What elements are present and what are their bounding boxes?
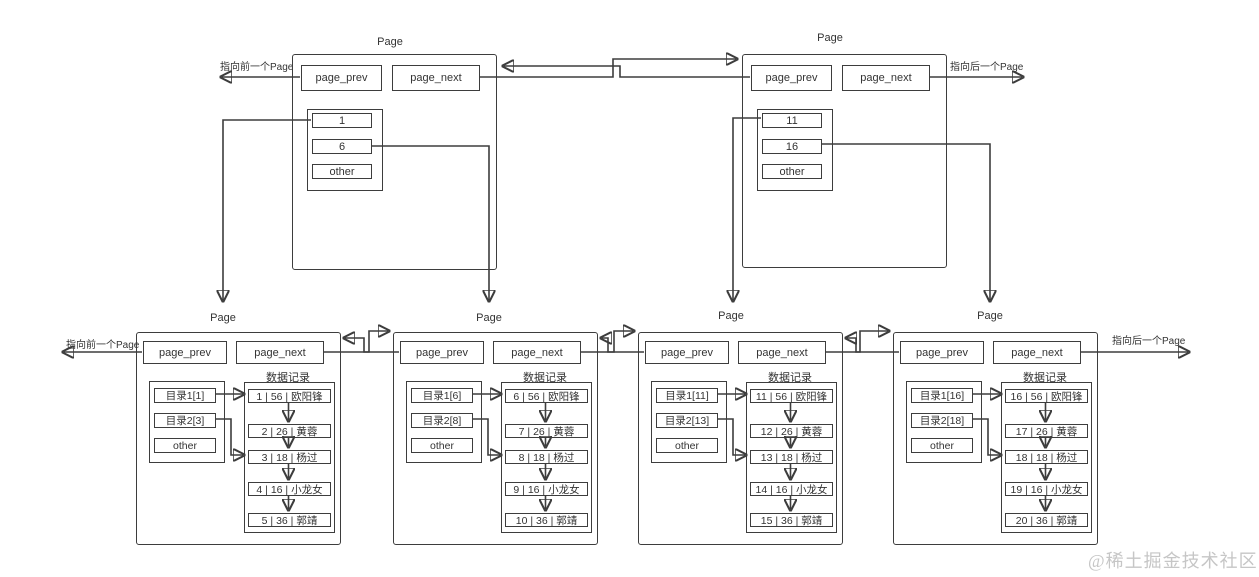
bottom-page-4-title: Page [977, 310, 1003, 322]
record-box: 2 | 26 | 黄蓉 [248, 424, 331, 438]
record-box: 18 | 18 | 杨过 [1005, 450, 1088, 464]
page-prev-box: page_prev [900, 341, 984, 364]
top-page-2: page_prev page_next 11 16 other [742, 54, 947, 268]
record-box: 14 | 16 | 小龙女 [750, 482, 833, 496]
data-records-label: 数据记录 [266, 372, 310, 384]
directory-entry: 目录2[8] [411, 413, 473, 428]
top-page-2-title: Page [817, 32, 843, 44]
arrow-page2-prev [345, 338, 399, 353]
record-box: 7 | 26 | 黄蓉 [505, 424, 588, 438]
page-prev-box: page_prev [143, 341, 227, 364]
page-next-box: page_next [738, 341, 826, 364]
directory-entry: other [911, 438, 973, 453]
record-box: 8 | 18 | 杨过 [505, 450, 588, 464]
entry-box: other [762, 164, 822, 179]
record-box: 1 | 56 | 欧阳锋 [248, 389, 331, 403]
record-box: 11 | 56 | 欧阳锋 [750, 389, 833, 403]
arrow-page4-prev [847, 338, 899, 353]
data-records-label: 数据记录 [768, 372, 812, 384]
bottom-page-3: page_prev page_next 数据记录 目录1[11] 目录2[13]… [638, 332, 843, 545]
record-box: 4 | 16 | 小龙女 [248, 482, 331, 496]
page-next-box: page_next [493, 341, 581, 364]
record-box: 12 | 26 | 黄蓉 [750, 424, 833, 438]
directory-entry: 目录1[11] [656, 388, 718, 403]
entry-box: 1 [312, 113, 372, 128]
record-box: 15 | 36 | 郭靖 [750, 513, 833, 527]
page-prev-box: page_prev [751, 65, 832, 91]
arrow-top1-next-to-top2 [479, 59, 736, 78]
record-box: 19 | 16 | 小龙女 [1005, 482, 1088, 496]
top-page-1: page_prev page_next 1 6 other [292, 54, 497, 270]
page-next-box: page_next [842, 65, 930, 91]
directory-entry: other [154, 438, 216, 453]
record-box: 5 | 36 | 郭靖 [248, 513, 331, 527]
page-prev-box: page_prev [400, 341, 484, 364]
page-prev-box: page_prev [301, 65, 382, 91]
record-box: 9 | 16 | 小龙女 [505, 482, 588, 496]
entry-box: 6 [312, 139, 372, 154]
record-box: 6 | 56 | 欧阳锋 [505, 389, 588, 403]
record-box: 13 | 18 | 杨过 [750, 450, 833, 464]
data-records-label: 数据记录 [1023, 372, 1067, 384]
record-box: 17 | 26 | 黄蓉 [1005, 424, 1088, 438]
record-box: 16 | 56 | 欧阳锋 [1005, 389, 1088, 403]
juejin-watermark: @稀土掘金技术社区 [1088, 551, 1258, 571]
bottom-page-4: page_prev page_next 数据记录 目录1[16] 目录2[18]… [893, 332, 1098, 545]
page-prev-box: page_prev [645, 341, 729, 364]
directory-entry: 目录2[18] [911, 413, 973, 428]
directory-entry: 目录2[3] [154, 413, 216, 428]
entry-box: 16 [762, 139, 822, 154]
bottom-next-page-label: 指向后一个Page [1112, 336, 1186, 347]
top-prev-page-label: 指向前一个Page [220, 62, 294, 73]
entry-box: other [312, 164, 372, 179]
record-box: 3 | 18 | 杨过 [248, 450, 331, 464]
bottom-page-2: page_prev page_next 数据记录 目录1[6] 目录2[8] o… [393, 332, 598, 545]
directory-entry: 目录1[1] [154, 388, 216, 403]
bottom-page-1-title: Page [210, 312, 236, 324]
record-box: 10 | 36 | 郭靖 [505, 513, 588, 527]
data-records-label: 数据记录 [523, 372, 567, 384]
top-page-1-title: Page [377, 36, 403, 48]
bottom-page-3-title: Page [718, 310, 744, 322]
page-next-box: page_next [993, 341, 1081, 364]
page-next-box: page_next [236, 341, 324, 364]
entry-box: 11 [762, 113, 822, 128]
arrow-top2-prev-to-top1 [504, 66, 750, 78]
directory-entry: other [656, 438, 718, 453]
page-next-box: page_next [392, 65, 480, 91]
bottom-page-2-title: Page [476, 312, 502, 324]
bottom-page-1: page_prev page_next 数据记录 目录1[1] 目录2[3] o… [136, 332, 341, 545]
directory-entry: 目录1[6] [411, 388, 473, 403]
bottom-prev-page-label: 指向前一个Page [66, 340, 140, 351]
top-next-page-label: 指向后一个Page [950, 62, 1024, 73]
directory-entry: 目录1[16] [911, 388, 973, 403]
record-box: 20 | 36 | 郭靖 [1005, 513, 1088, 527]
directory-entry: 目录2[13] [656, 413, 718, 428]
directory-entry: other [411, 438, 473, 453]
